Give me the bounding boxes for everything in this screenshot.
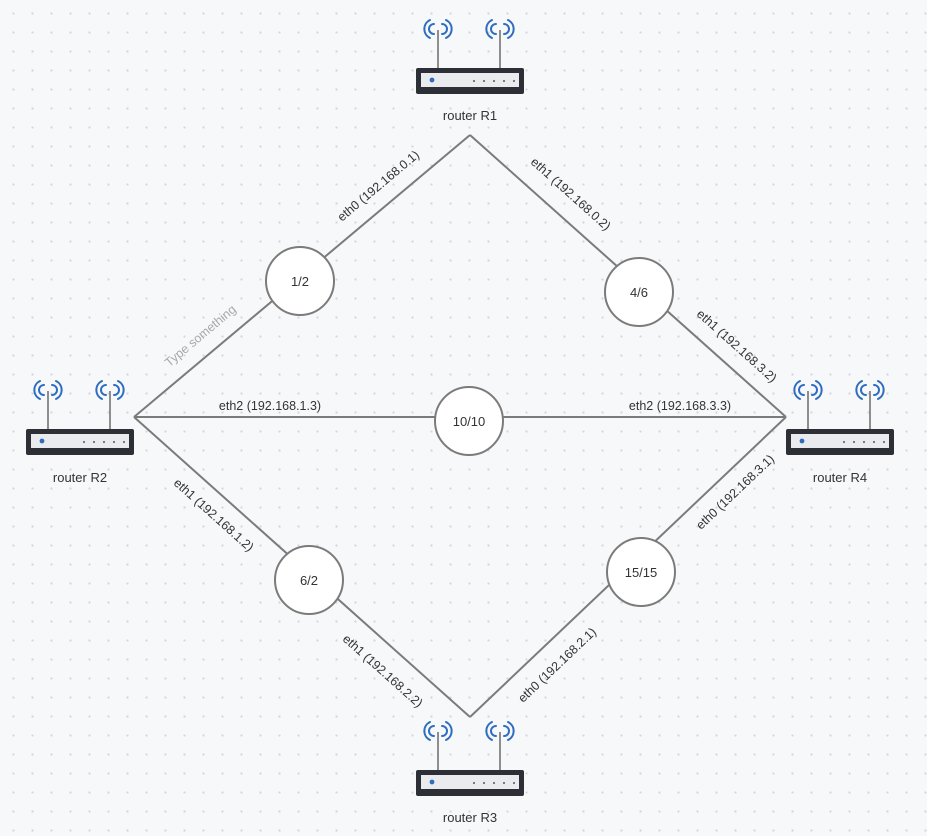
counter-node-r3-r4[interactable]: 15/15: [606, 537, 676, 607]
counter-node-r1-r2[interactable]: 1/2: [265, 246, 335, 316]
router-r2[interactable]: [25, 380, 135, 456]
iface-label-r2-eth2: eth2 (192.168.1.3): [219, 399, 321, 413]
counter-node-r1-r4[interactable]: 4/6: [604, 257, 674, 327]
router-r1[interactable]: [415, 19, 525, 95]
router-wifi-icon: [785, 380, 895, 456]
iface-label-r4-eth2: eth2 (192.168.3.3): [629, 399, 731, 413]
router-wifi-icon: [415, 19, 525, 95]
router-wifi-icon: [25, 380, 135, 456]
counter-node-r2-r3[interactable]: 6/2: [274, 545, 344, 615]
router-r4-label: router R4: [813, 470, 867, 485]
counter-text: 4/6: [630, 285, 648, 300]
router-r3[interactable]: [415, 721, 525, 797]
counter-text: 1/2: [291, 274, 309, 289]
counter-text: 6/2: [300, 573, 318, 588]
router-r1-label: router R1: [443, 108, 497, 123]
counter-node-r2-r4[interactable]: 10/10: [434, 386, 504, 456]
counter-text: 10/10: [453, 414, 486, 429]
iface-label-r3-eth1: eth1 (192.168.2.2): [340, 632, 425, 711]
iface-label-r1-eth1: eth1 (192.168.0.2): [528, 155, 613, 234]
placeholder-text[interactable]: Type something: [162, 302, 239, 369]
router-r2-label: router R2: [53, 470, 107, 485]
router-r4[interactable]: [785, 380, 895, 456]
iface-label-r3-eth0: eth0 (192.168.2.1): [515, 625, 599, 705]
router-wifi-icon: [415, 721, 525, 797]
router-r3-label: router R3: [443, 810, 497, 825]
counter-text: 15/15: [625, 565, 658, 580]
